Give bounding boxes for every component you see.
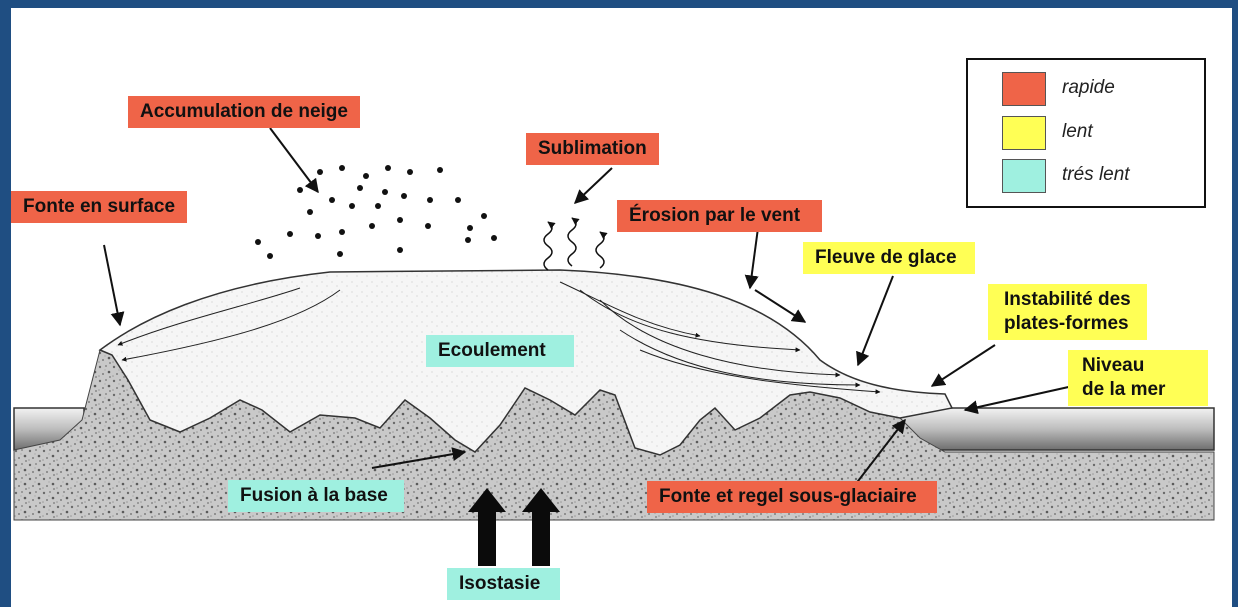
legend-swatch-tres-lent [1002,159,1046,193]
legend-swatch-rapide [1002,72,1046,106]
label-erosion: Érosion par le vent [617,200,823,232]
legend-label-lent: lent [1062,121,1093,142]
label-instabilite: Instabilité des plates-formes [988,284,1147,340]
label-fonte-regel: Fonte et regel sous-glaciaire [647,481,937,513]
label-niveau-mer: Niveau de la mer [1068,350,1208,406]
legend-swatch-lent [1002,116,1046,150]
snowflakes [255,165,497,259]
label-ecoulement: Ecoulement [426,335,574,367]
legend-label-rapide: rapide [1062,77,1115,98]
ice-flow-lines [117,281,881,395]
label-fonte-surface: Fonte en surface [11,191,188,223]
frame-border-left [0,0,11,607]
label-fleuve: Fleuve de glace [803,242,975,274]
label-fusion-base: Fusion à la base [228,480,404,512]
label-accumulation: Accumulation de neige [128,96,360,128]
pointer-arrows [103,127,1074,486]
label-isostasie: Isostasie [447,568,561,600]
sublimation-waves [543,217,608,271]
isostasy-arrows [468,488,560,566]
frame-border-top [0,0,1238,8]
legend-label-tres-lent: trés lent [1062,164,1130,185]
frame-border-right [1232,0,1238,607]
label-sublimation: Sublimation [526,133,659,165]
legend: rapide lent trés lent [966,58,1206,208]
